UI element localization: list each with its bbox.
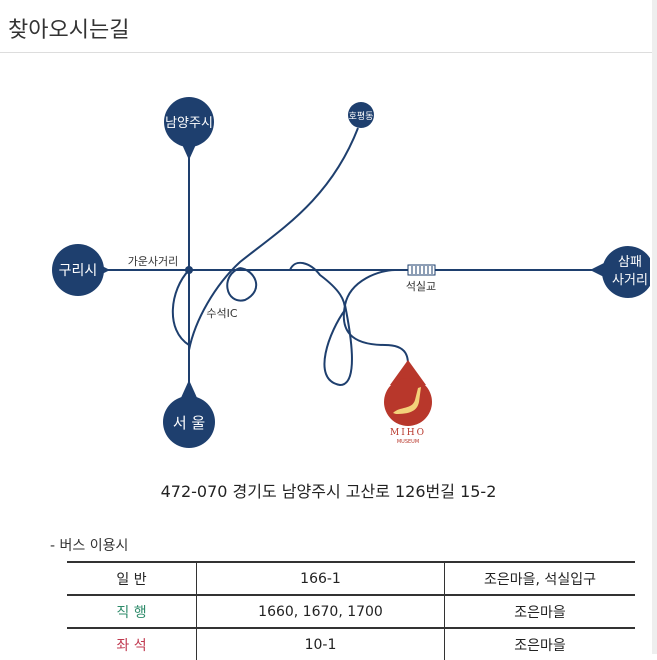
label-namyangju: 남양주시 [165,116,213,131]
bus-number: 10-1 [196,627,445,660]
pin-namyangju [164,97,214,147]
junction-dot [185,266,193,274]
scrollbar[interactable] [652,0,657,654]
miho-museum-pin [384,378,432,426]
bus-type: 좌 석 [67,627,197,660]
address: 472-070 경기도 남양주시 고산로 126번길 15-2 [160,482,497,501]
bridge-icon [407,264,436,276]
label-sampae-1: 삼패 [618,255,642,270]
bus-type: 일 반 [67,561,197,595]
bus-type: 직 행 [67,594,197,628]
label-hopyeong: 호평동 [349,111,374,122]
label-gaun: 가운사거리 [128,255,179,268]
label-miho: MIHO [390,428,426,438]
page-title: 찾아오시는길 [8,18,130,43]
pin-hopyeong [348,102,374,128]
road-miho [289,261,410,387]
bus-number: 1660, 1670, 1700 [196,594,445,628]
table-row: 직 행 1660, 1670, 1700 조은마을 [67,594,635,628]
bus-section-title: - 버스 이용시 [50,538,129,554]
place-pins [52,97,650,448]
label-suseok-ic: 수석IC [206,307,237,320]
label-seoul: 서 울 [173,414,205,432]
pin-sampae [602,246,650,298]
label-guri: 구리시 [59,263,98,279]
road-suseok-loop [171,267,258,346]
bus-number: 166-1 [196,561,445,595]
bus-stop: 조은마을, 석실입구 [444,561,635,595]
label-seoksil-bridge: 석실교 [406,280,436,293]
page-header: 찾아오시는길 [0,0,657,53]
label-museum: MUSEUM [397,439,419,445]
bus-stop: 조은마을 [444,627,635,660]
pin-guri [52,244,104,296]
dinosaur-icon [393,387,421,414]
bus-table: 일 반 166-1 조은마을, 석실입구 직 행 1660, 1670, 170… [67,561,635,660]
bus-stop: 조은마을 [444,594,635,628]
directions-map: 남양주시 호평동 구리시 서 울 삼패 사거리 가운사거리 수석IC 석실교 M… [52,97,650,448]
label-sampae-2: 사거리 [612,273,648,288]
pin-seoul [163,396,215,448]
road-hopyeong [188,127,359,351]
table-row: 좌 석 10-1 조은마을 [67,627,635,660]
table-row: 일 반 166-1 조은마을, 석실입구 [67,561,635,595]
